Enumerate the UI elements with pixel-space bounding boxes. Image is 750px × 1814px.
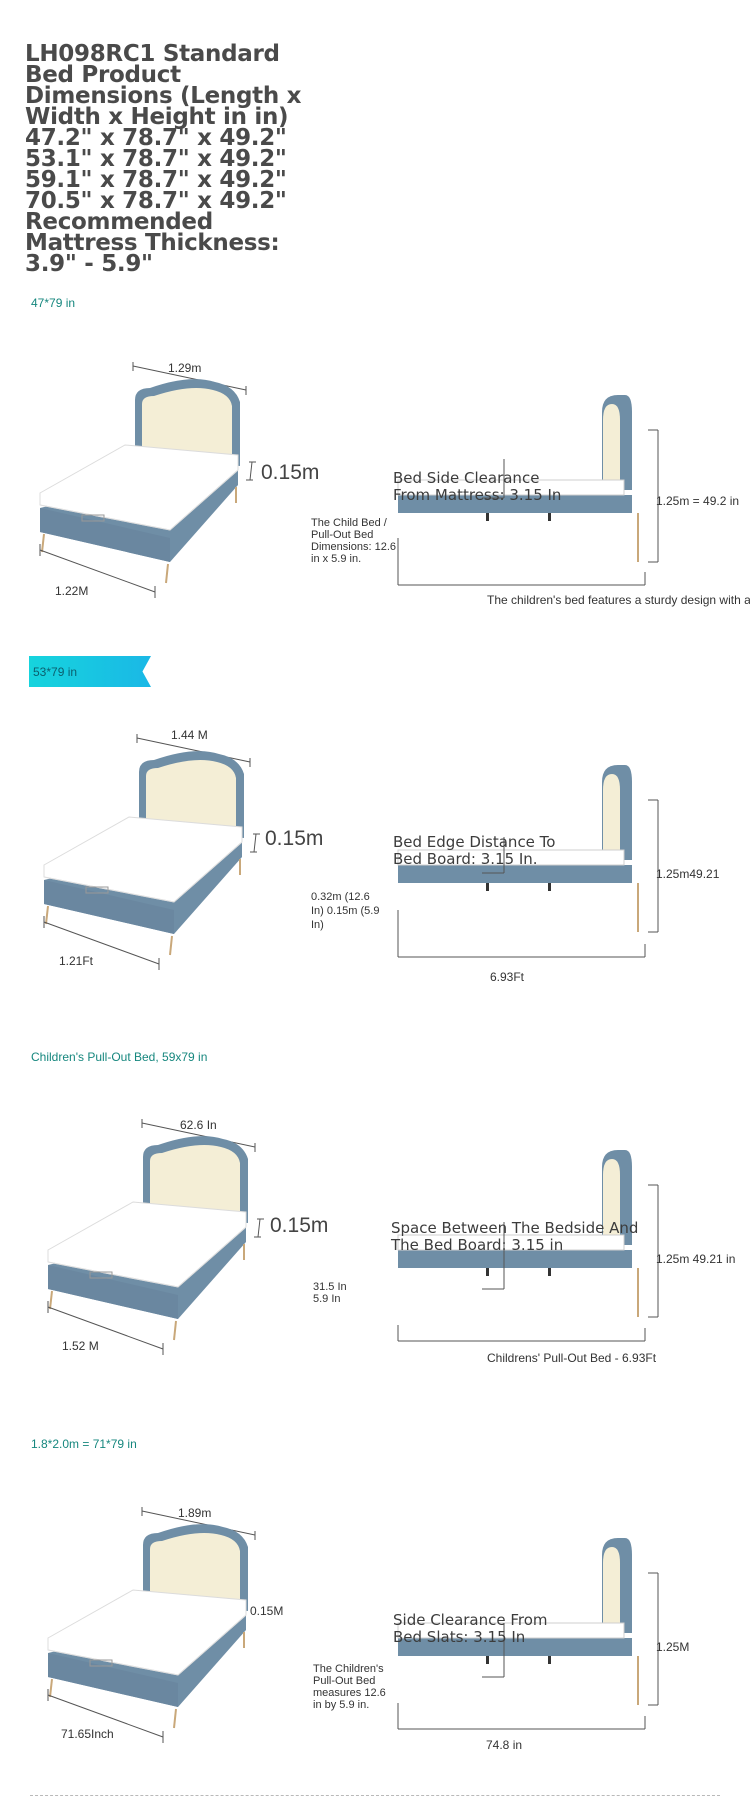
bed-perspective-illustration [47,1119,264,1355]
pull-out-note: 31.5 In 5.9 In [313,1281,347,1305]
bed-perspective-illustration [43,734,260,970]
dimension-panel-1: 1.29m 0.15m 1.22M Bed Side Clearance Fro… [0,340,750,640]
bed-side-illustration [397,395,659,586]
divider [30,1795,720,1796]
side-clearance-heading: Bed Edge Distance To Bed Board: 3.15 In. [393,833,556,868]
bed-height-label: 1.25m = 49.2 in [656,494,740,508]
bed-width-label: 1.89m [178,1506,212,1520]
bed-length-label: 1.22M [55,584,89,598]
bed-height-label: 1.25M [656,1640,690,1654]
bed-length-label: 71.65Inch [61,1727,114,1741]
pull-out-note: The Children's Pull-Out Bed measures 12.… [313,1663,386,1711]
mattress-thickness-label: 0.15m [270,1214,329,1237]
size-label-3: Children's Pull-Out Bed, 59x79 in [31,1050,208,1064]
page-title: LH098RC1 Standard Bed Product Dimensions… [25,41,302,277]
bed-illustrations [47,1507,659,1743]
pull-out-note: The Child Bed / Pull-Out Bed Dimensions:… [311,517,396,565]
bed-side-illustration [397,1538,659,1730]
dimension-panel-2: 1.44 M 0.15m 1.21Ft Bed Edge Distance To… [0,710,750,1010]
bed-height-label: 1.25m49.21 [656,867,720,881]
side-clearance-heading: Bed Side Clearance From Mattress: 3.15 I… [393,469,562,504]
bed-length-label: 1.21Ft [59,954,94,968]
side-clearance-heading: Space Between The Bedside And The Bed Bo… [391,1219,639,1254]
pull-out-note: 0.32m (12.6 In) 0.15m (5.9 In) [311,891,380,931]
bed-illustrations [47,1119,659,1355]
bed-width-label: 1.44 M [171,728,208,742]
bottom-caption: The children's bed features a sturdy des… [487,593,750,607]
bed-width-label: 1.29m [168,361,202,375]
size-label-4: 1.8*2.0m = 71*79 in [31,1437,137,1451]
dimension-panel-4: 1.89m 0.15M 71.65Inch Side Clearance Fro… [0,1483,750,1783]
bottom-caption: 6.93Ft [490,970,525,984]
bed-height-label: 1.25m 49.21 in [656,1252,736,1266]
size-label-1: 47*79 in [31,296,76,310]
mattress-thickness-label: 0.15m [261,461,320,484]
bed-length-label: 1.52 M [62,1339,99,1353]
bottom-caption: Childrens' Pull-Out Bed - 6.93Ft [487,1351,657,1365]
bed-side-illustration [397,1150,659,1342]
bed-perspective-illustration [47,1507,256,1743]
bottom-caption: 74.8 in [486,1738,523,1752]
bed-illustrations [43,734,659,970]
mattress-thickness-label: 0.15M [250,1604,284,1618]
side-clearance-heading: Side Clearance From Bed Slats: 3.15 In [393,1611,548,1646]
bed-width-label: 62.6 In [180,1118,217,1132]
size-badge-2: 53*79 in [29,656,151,687]
bed-illustrations [39,362,659,598]
mattress-thickness-label: 0.15m [265,827,324,850]
bed-side-illustration [397,765,659,958]
bed-perspective-illustration [39,362,256,598]
size-label-2: 53*79 in [33,665,78,679]
dimension-panel-3: 62.6 In 0.15m 1.52 M Space Between The B… [0,1095,750,1395]
